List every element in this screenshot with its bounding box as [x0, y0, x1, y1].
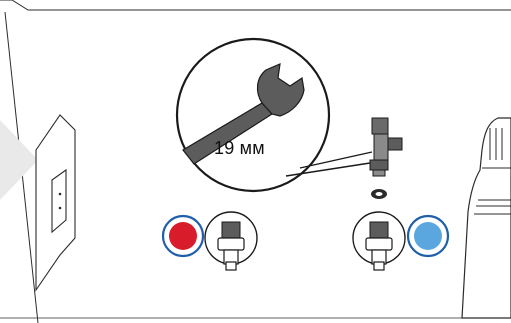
cold-angle-valve	[352, 211, 406, 271]
tee-fitting	[369, 117, 403, 177]
open-end-wrench-icon	[182, 63, 305, 165]
blue-circle-icon	[406, 214, 450, 258]
direction-arrow	[0, 120, 38, 200]
filter-canister	[461, 117, 511, 319]
wall-socket-panel	[35, 114, 76, 292]
wrench-size-label: 19 мм	[214, 138, 265, 158]
wall-top-edge	[0, 0, 511, 11]
washer	[371, 189, 387, 199]
hot-angle-valve	[204, 211, 258, 271]
red-circle-icon	[161, 214, 205, 258]
